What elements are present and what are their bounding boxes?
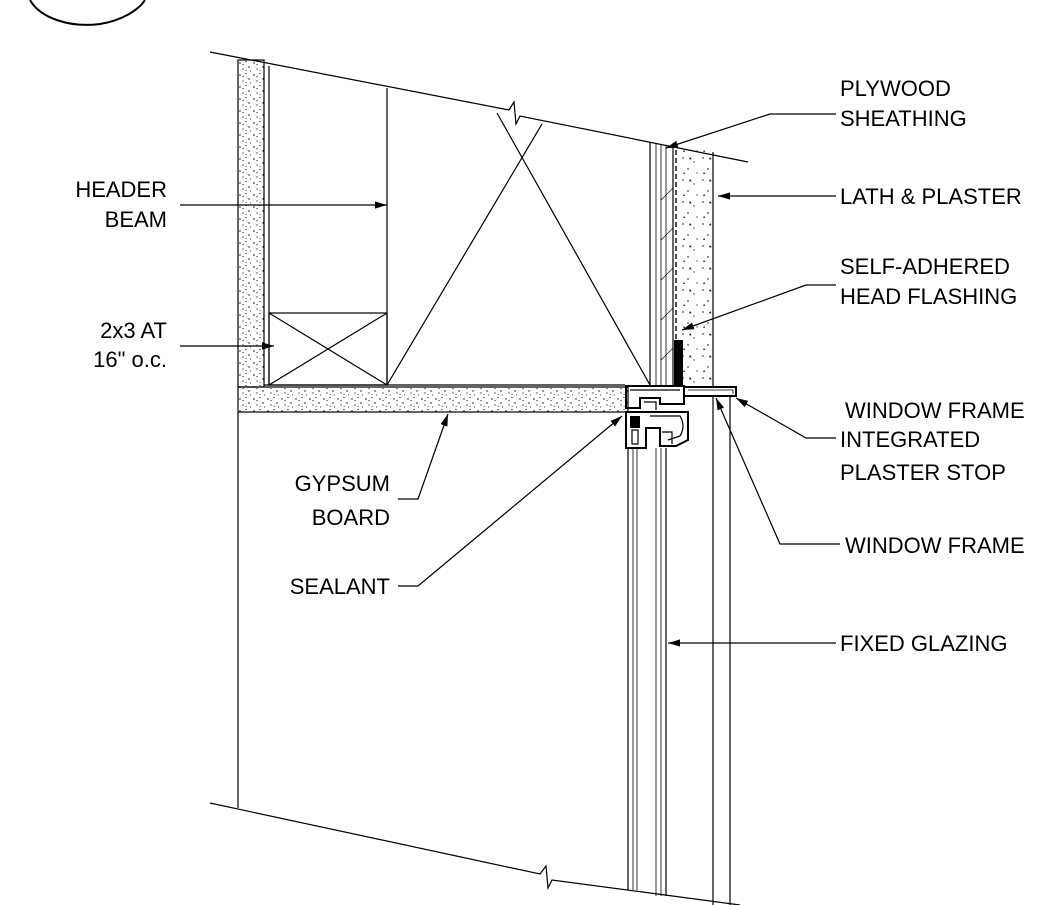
lath-plaster	[679, 150, 713, 386]
flashing-lap	[674, 340, 683, 385]
plaster-stop-frame	[684, 386, 737, 397]
header-cavity-x2	[496, 112, 651, 386]
label-head-flashing-2: HEAD FLASHING	[840, 284, 1017, 309]
gypsum-soffit	[237, 386, 629, 413]
label-window-frame-stop-1: WINDOW FRAME	[845, 398, 1025, 423]
header-cavity-x1	[386, 123, 543, 386]
label-plywood-sheathing-1: PLYWOOD	[840, 76, 951, 101]
leader-plywood-sheathing	[665, 113, 836, 149]
label-fixed-glazing: FIXED GLAZING	[840, 631, 1007, 656]
label-window-frame: WINDOW FRAME	[845, 533, 1025, 558]
bottom-break-line	[209, 802, 741, 905]
label-sealant: SEALANT	[290, 574, 390, 599]
fixed-glazing	[627, 448, 667, 896]
leader-gypsum-board	[398, 413, 449, 500]
label-plywood-sheathing-2: SHEATHING	[840, 106, 967, 131]
label-lath-plaster: LATH & PLASTER	[840, 184, 1022, 209]
leader-head-flashing	[681, 284, 836, 331]
label-header-beam-2: BEAM	[105, 207, 167, 232]
label-gypsum-board-2: BOARD	[312, 505, 390, 530]
detail-callout-circle	[29, 0, 146, 26]
window-frame-head	[625, 385, 689, 449]
label-stud-2: 16" o.c.	[93, 347, 167, 372]
label-gypsum-board-1: GYPSUM	[295, 471, 390, 496]
label-window-frame-stop-2: INTEGRATED	[840, 427, 980, 452]
interior-gypsum-vertical	[237, 59, 265, 388]
top-break-line	[209, 51, 749, 163]
leader-sealant	[398, 415, 623, 587]
label-window-frame-stop-3: PLASTER STOP	[840, 460, 1006, 485]
leader-window-frame-stop	[735, 397, 836, 439]
stud-block-x2	[268, 312, 388, 386]
sheathing-hatch	[660, 187, 674, 361]
plaster-stop-inner	[688, 389, 734, 394]
label-header-beam-1: HEADER	[75, 177, 167, 202]
label-stud-1: 2x3 AT	[100, 318, 167, 343]
label-head-flashing-1: SELF-ADHERED	[840, 254, 1010, 279]
leader-window-frame	[715, 397, 840, 545]
